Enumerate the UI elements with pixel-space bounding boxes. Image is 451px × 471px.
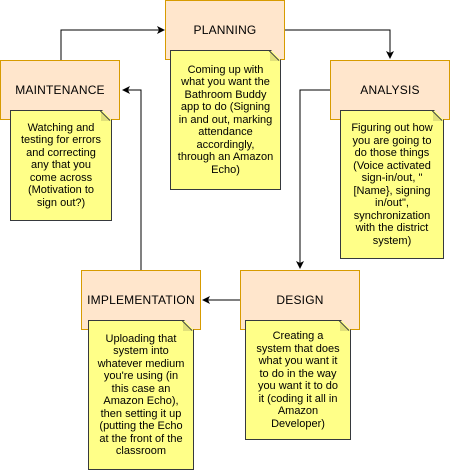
- phase-planning-label: PLANNING: [193, 23, 257, 37]
- note-design-text: Creating a system that does what you wan…: [256, 330, 340, 430]
- note-analysis-text: Figuring out how you are going to do tho…: [351, 122, 433, 247]
- phase-implementation-label: IMPLEMENTATION: [87, 293, 195, 307]
- arrow-analysis-to-design: [296, 89, 330, 269]
- phase-analysis-label: ANALYSIS: [360, 83, 420, 97]
- note-maintenance-text: Watching and testing for errors and corr…: [20, 121, 102, 209]
- arrow-implementation-to-maintenance: [122, 86, 142, 270]
- phase-design-label: DESIGN: [276, 293, 324, 307]
- note-implementation-text: Uploading that system into whatever medi…: [97, 332, 185, 457]
- note-analysis: Figuring out how you are going to do tho…: [340, 110, 444, 259]
- phase-maintenance-label: MAINTENANCE: [15, 83, 105, 97]
- arrow-planning-to-analysis: [284, 29, 394, 59]
- note-design: Creating a system that does what you wan…: [245, 320, 351, 440]
- note-planning: Coming up with what you want the Bathroo…: [170, 50, 281, 190]
- note-planning-text: Coming up with what you want the Bathroo…: [177, 63, 274, 176]
- note-implementation: Uploading that system into whatever medi…: [88, 320, 194, 470]
- note-maintenance: Watching and testing for errors and corr…: [10, 110, 112, 221]
- arrow-maintenance-to-planning: [60, 26, 165, 60]
